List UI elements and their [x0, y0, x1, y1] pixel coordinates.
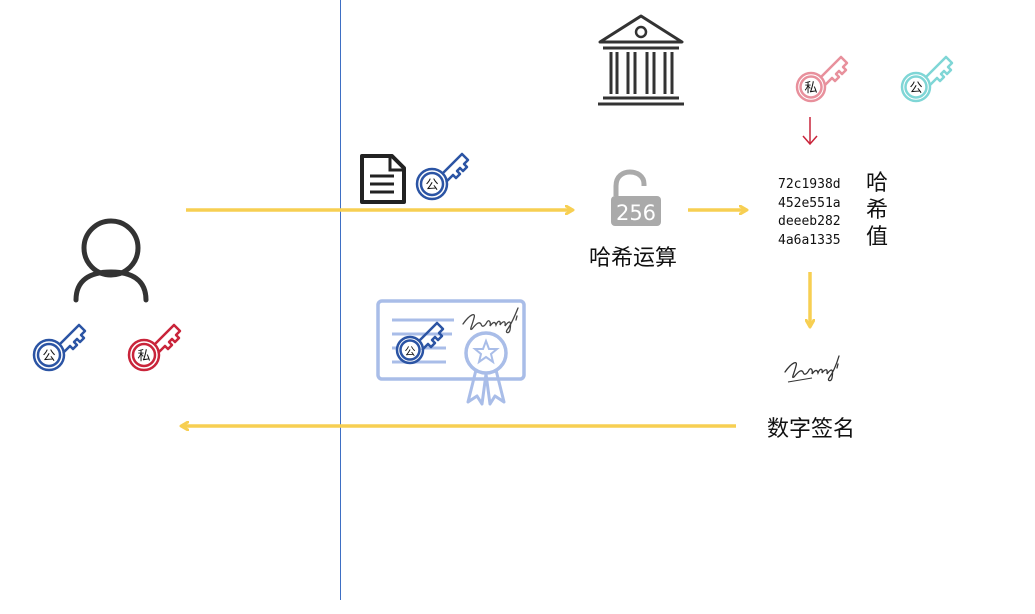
hash-value-block: 72c1938d 452e551a deeeb282 4a6a1335 — [778, 176, 841, 250]
hash-line: 72c1938d — [778, 177, 841, 192]
hash-value-char: 哈 — [866, 171, 889, 196]
document-public-key-icon: 公 — [415, 152, 470, 201]
certificate-key-char: 公 — [405, 345, 416, 358]
hash-value-char: 值 — [866, 225, 889, 250]
public-key-char: 公 — [42, 349, 55, 364]
certificate-icon — [376, 299, 526, 406]
hash-value-label: 哈 希 值 — [866, 170, 892, 251]
light-private-key-char: 私 — [804, 81, 817, 96]
digital-signature-label: 数字签名 — [767, 417, 856, 442]
lock-number: 256 — [616, 201, 656, 225]
user-icon — [73, 218, 149, 303]
bank-icon — [598, 14, 684, 106]
light-public-key-char: 公 — [909, 81, 922, 96]
certificate-public-key-icon: 公 — [395, 321, 445, 365]
hash-line: 4a6a1335 — [778, 232, 841, 248]
document-icon — [360, 154, 406, 204]
hash-line: 452e551a — [778, 195, 841, 211]
hash-value-char: 希 — [866, 198, 889, 223]
lock-icon: 256 — [611, 169, 661, 226]
light-public-key-icon: 公 — [900, 55, 954, 103]
public-key-icon: 公 — [32, 323, 87, 372]
light-private-key-icon: 私 — [795, 55, 849, 103]
private-key-icon: 私 — [127, 323, 182, 372]
signature-icon — [784, 355, 840, 383]
hash-operation-label: 哈希运算 — [589, 246, 678, 271]
divider-line — [340, 0, 341, 600]
hash-line: deeeb282 — [778, 214, 841, 229]
certificate-signature-icon — [462, 307, 519, 334]
private-key-char: 私 — [137, 349, 150, 364]
document-key-char: 公 — [425, 178, 438, 193]
